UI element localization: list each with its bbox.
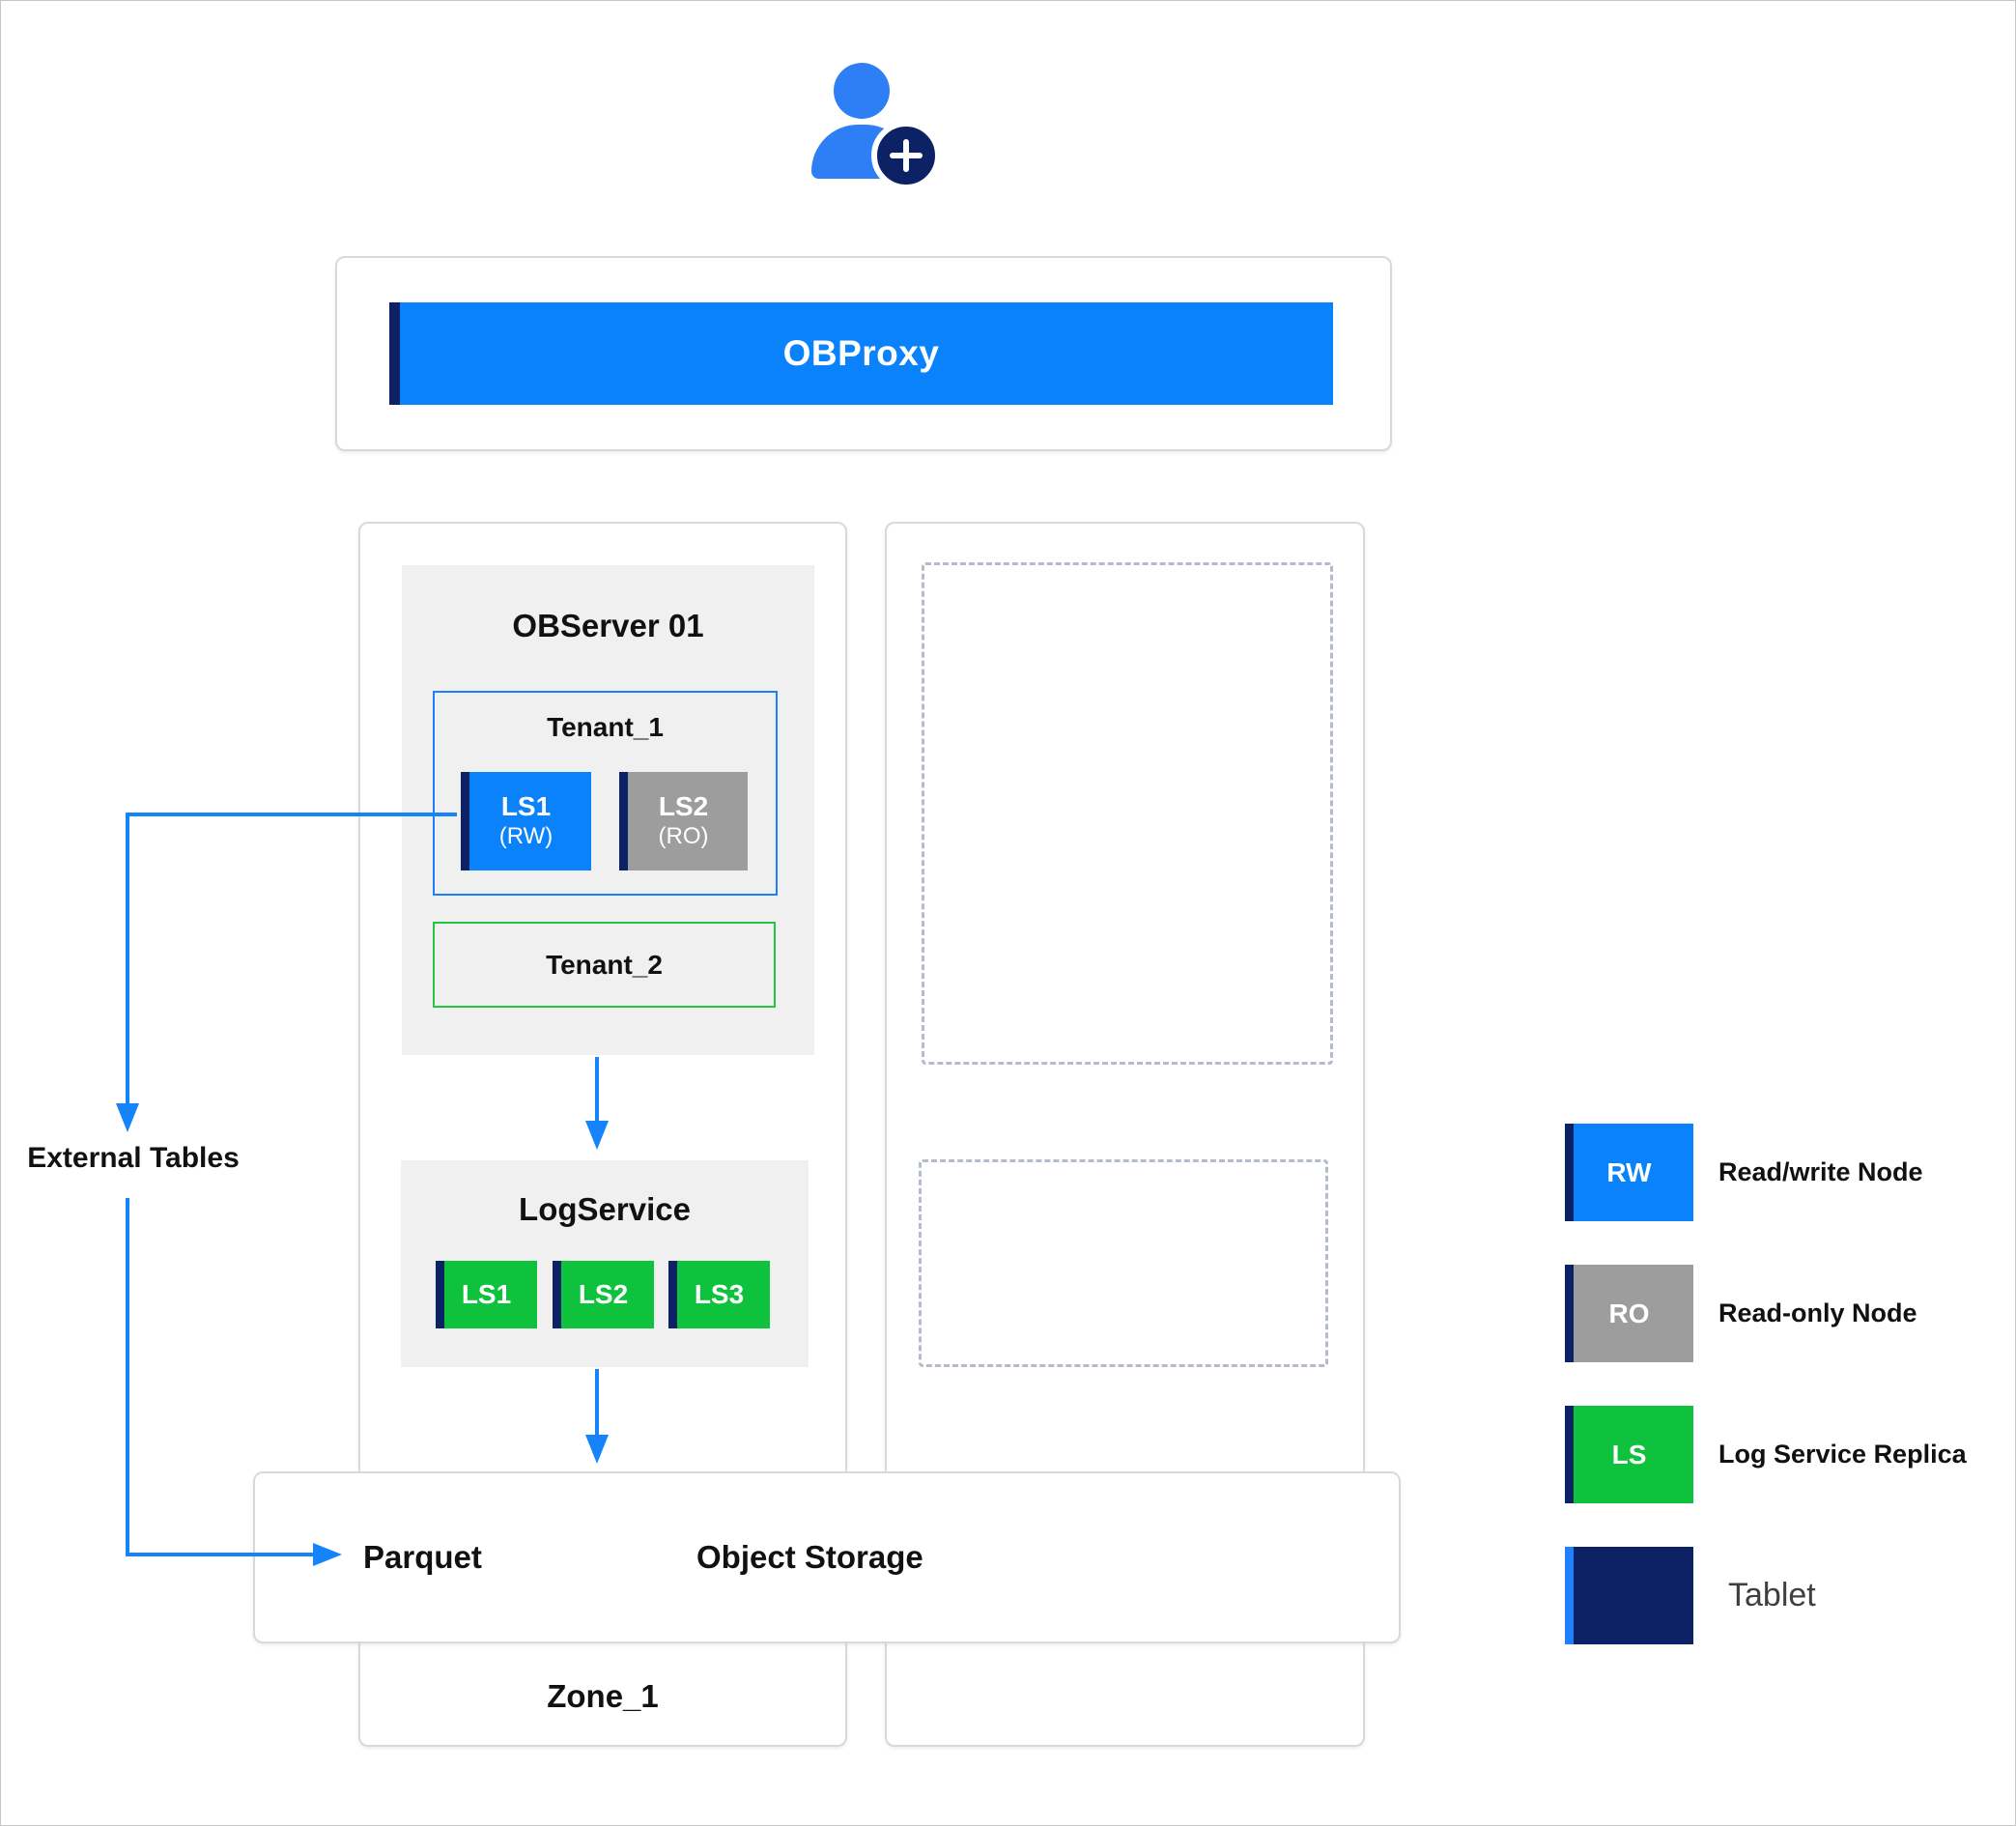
swatch-key: LS	[1611, 1439, 1647, 1469]
external-tables-label: External Tables	[27, 1142, 240, 1174]
rw-swatch: RW	[1565, 1124, 1693, 1221]
plus-icon	[890, 139, 923, 172]
tenant1-title: Tenant_1	[547, 712, 664, 742]
tablet-swatch	[1565, 1547, 1693, 1644]
user-head-icon	[834, 63, 890, 119]
logservice-title: LogService	[519, 1191, 691, 1227]
obproxy-card: OBProxy	[335, 256, 1392, 451]
tablet-strip	[619, 772, 628, 870]
legend-label: Log Service Replica	[1718, 1440, 1967, 1469]
ro-swatch: RO	[1565, 1265, 1693, 1362]
zone2-placeholder-logservice	[919, 1159, 1328, 1367]
logservice-box: LogService LS1 LS2 LS3	[401, 1160, 809, 1367]
tenant2-box: Tenant_2	[433, 922, 776, 1008]
legend-item-tablet: Tablet	[1565, 1547, 1816, 1644]
legend-label: Read-only Node	[1718, 1298, 1917, 1327]
zone1-label: Zone_1	[547, 1678, 659, 1714]
node-label: LS3	[694, 1278, 745, 1309]
tablet-strip	[1565, 1124, 1574, 1221]
ls-swatch: LS	[1565, 1406, 1693, 1503]
zone2-placeholder-observer	[922, 562, 1333, 1065]
tablet-strip	[1565, 1265, 1574, 1362]
node-label: LS1	[461, 1278, 512, 1309]
object-storage-title: Object Storage	[696, 1539, 923, 1575]
legend-item-ls: LS Log Service Replica	[1565, 1406, 1967, 1503]
legend-label: Read/write Node	[1718, 1157, 1923, 1186]
tenant1-node-ls1-rw: LS1 (RW)	[461, 772, 591, 870]
logservice-replica-ls2: LS2	[553, 1261, 654, 1328]
object-storage-card: Parquet Object Storage	[253, 1471, 1401, 1643]
tablet-strip	[668, 1261, 677, 1328]
node-sublabel: (RO)	[658, 823, 709, 850]
parquet-label: Parquet	[363, 1539, 482, 1575]
tenant1-node-ls2-ro: LS2 (RO)	[619, 772, 748, 870]
user-add-icon	[811, 53, 947, 193]
tablet-blue-strip	[1565, 1547, 1574, 1644]
node-label: LS2	[658, 790, 709, 821]
arrowhead-down-external	[116, 1103, 139, 1132]
legend: RW Read/write Node RO Read-only Node LS …	[1565, 1124, 2009, 1645]
node-label: LS2	[578, 1278, 629, 1309]
logservice-replica-ls1: LS1	[436, 1261, 537, 1328]
node-sublabel: (RW)	[498, 823, 554, 850]
tenant1-box: Tenant_1 LS1 (RW) LS2 (RO)	[433, 691, 778, 896]
tablet-strip	[461, 772, 469, 870]
legend-item-rw: RW Read/write Node	[1565, 1124, 1923, 1221]
tablet-strip	[1565, 1406, 1574, 1503]
obproxy-label: OBProxy	[782, 333, 940, 373]
observer-title: OBServer 01	[512, 608, 704, 643]
node-label: LS1	[500, 790, 552, 821]
swatch-key: RW	[1606, 1156, 1652, 1187]
logservice-replica-ls3: LS3	[668, 1261, 770, 1328]
legend-item-ro: RO Read-only Node	[1565, 1265, 1917, 1362]
observer-box: OBServer 01 Tenant_1 LS1 (RW) LS2 (RO) T…	[402, 565, 814, 1055]
legend-label: Tablet	[1728, 1577, 1816, 1613]
swatch-key: RO	[1608, 1298, 1650, 1328]
tablet-strip	[553, 1261, 561, 1328]
obproxy-bar: OBProxy	[389, 302, 1333, 405]
tablet-strip	[436, 1261, 444, 1328]
obproxy-edge-strip	[389, 302, 400, 405]
tenant2-title: Tenant_2	[546, 949, 663, 980]
plus-badge-icon	[871, 121, 941, 190]
